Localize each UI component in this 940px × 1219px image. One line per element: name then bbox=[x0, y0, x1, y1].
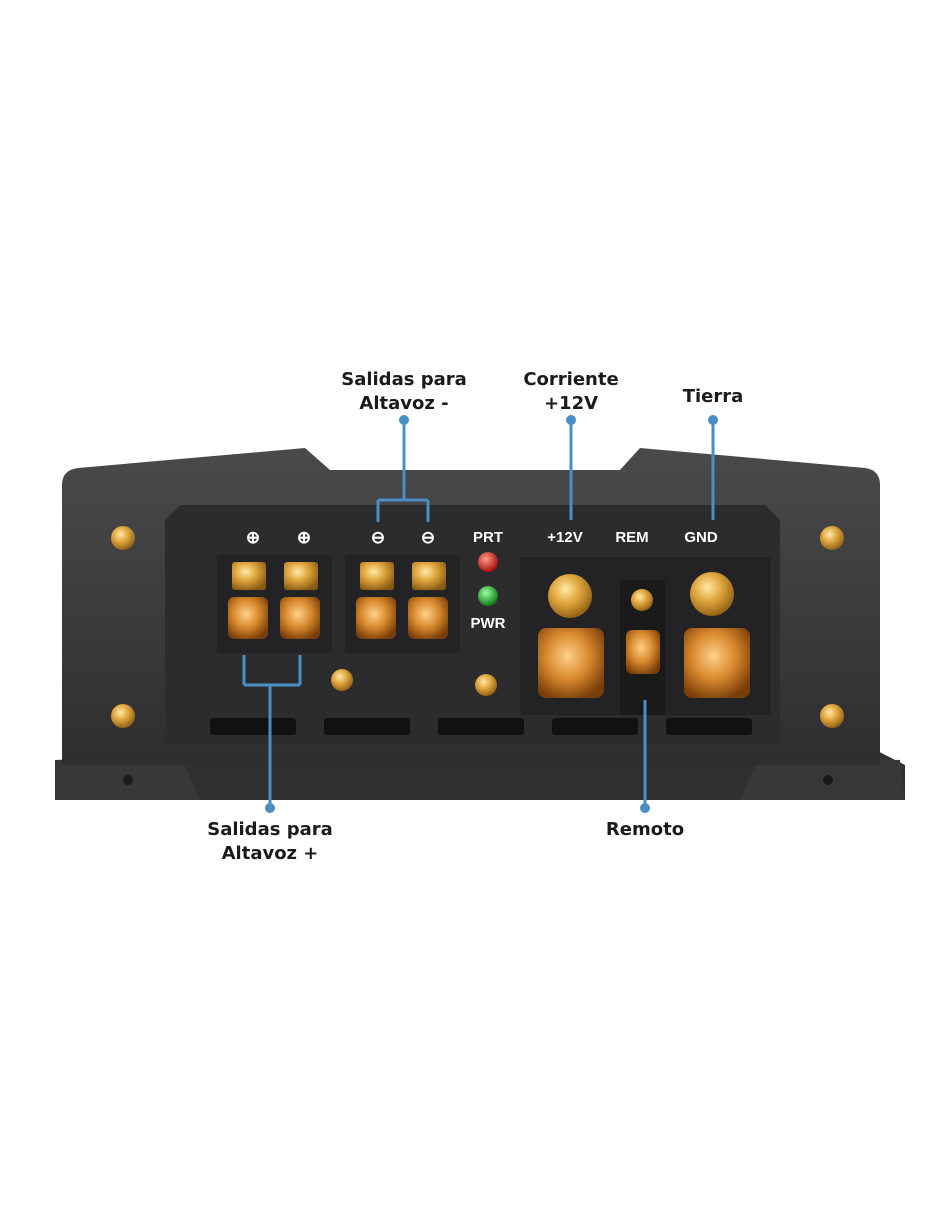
label-prt: PRT bbox=[473, 529, 503, 546]
label-minus-2: ⊖ bbox=[421, 528, 435, 547]
callout-ground: Tierra bbox=[682, 386, 744, 407]
power-12v-screw-icon bbox=[548, 574, 592, 618]
leader-dots bbox=[265, 415, 718, 813]
callout-remote: Remoto bbox=[605, 819, 685, 840]
screw-icon bbox=[475, 674, 497, 696]
mount-hole-left bbox=[123, 775, 133, 785]
mount-hole-right bbox=[823, 775, 833, 785]
power-led bbox=[478, 586, 498, 606]
vent-slots bbox=[210, 718, 752, 735]
ground-socket bbox=[684, 628, 750, 698]
callout-speaker-positive: Salidas para Altavoz + bbox=[207, 819, 333, 864]
speaker-negative-terminal-block bbox=[345, 555, 460, 653]
callout-power-12v: Corriente +12V bbox=[523, 369, 619, 414]
screw-icon bbox=[111, 704, 135, 728]
leader-lines bbox=[242, 420, 715, 808]
remote-screw-icon bbox=[631, 589, 653, 611]
power-12v-socket bbox=[538, 628, 604, 698]
callout-speaker-negative: Salidas para Altavoz - bbox=[341, 369, 467, 414]
label-12v: +12V bbox=[547, 529, 582, 546]
protect-led bbox=[478, 552, 498, 572]
screw-icon bbox=[331, 669, 353, 691]
screw-icon bbox=[111, 526, 135, 550]
leader-speaker-negative bbox=[376, 420, 430, 522]
leader-speaker-positive bbox=[242, 655, 302, 808]
label-pwr: PWR bbox=[471, 615, 506, 632]
label-plus-2: ⊕ bbox=[297, 528, 311, 547]
label-gnd: GND bbox=[684, 529, 718, 546]
label-plus-1: ⊕ bbox=[246, 528, 260, 547]
remote-socket bbox=[626, 630, 660, 674]
label-minus-1: ⊖ bbox=[371, 528, 385, 547]
mount-tab-right bbox=[740, 755, 905, 800]
screw-icon bbox=[820, 704, 844, 728]
screw-icon bbox=[820, 526, 844, 550]
label-rem: REM bbox=[615, 529, 648, 546]
ground-screw-icon bbox=[690, 572, 734, 616]
power-terminal-block bbox=[520, 557, 770, 715]
corner-screws bbox=[111, 526, 844, 728]
speaker-positive-terminal-block bbox=[217, 555, 332, 653]
